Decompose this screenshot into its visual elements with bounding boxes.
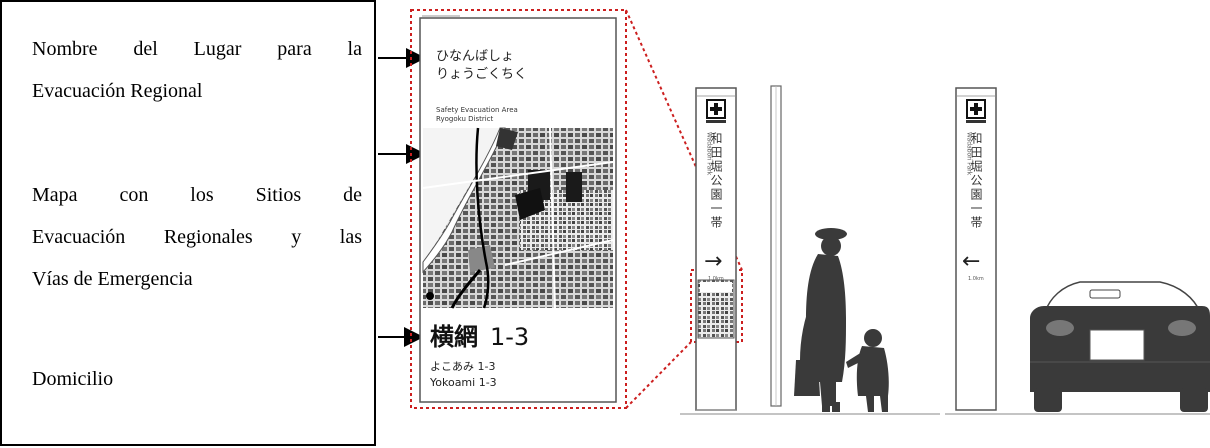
pole-1-arrow-right-icon: → [704, 249, 722, 274]
legend-address: Domicilio [32, 358, 362, 400]
adult-silhouette [794, 228, 847, 412]
pole-1-distance: 1.0km [708, 276, 724, 282]
legend-box: Nombre del Lugar para la Evacuación Regi… [0, 0, 376, 446]
legend-map: Mapa con los Sitios de Evacuación Region… [32, 174, 362, 300]
car-silhouette [1030, 281, 1210, 412]
evacuation-map [422, 127, 614, 309]
sign-place-en-line-2: Ryogoku District [436, 115, 494, 123]
legend-map-line-2: Evacuación Regionales y las [32, 226, 362, 248]
sign-pole-2: 和田堀公園一帯 Wadabori Park ← 1.0km [955, 87, 997, 411]
pole-1-vertical-jp: 和田堀公園一帯 [709, 132, 723, 230]
pole-2-distance: 1.0km [968, 276, 984, 282]
sign-address-number: 1-3 [490, 323, 529, 351]
legend-address-label: Domicilio [32, 368, 114, 390]
pole-2-arrow-left-icon: ← [962, 249, 980, 274]
sign-panel: ひなんばしょ りょうごくちく Safety Evacuation Area Ry… [419, 15, 617, 403]
legend-place-name: Nombre del Lugar para la Evacuación Regi… [32, 28, 362, 112]
sign-address-romaji: Yokoami 1-3 [429, 376, 497, 389]
pole-1-vertical-en: Wadabori Park [706, 132, 713, 176]
sign-address-kana: よこあみ 1-3 [430, 360, 495, 373]
legend-map-line-1: Mapa con los Sitios de [32, 184, 362, 206]
sign-place-jp-line-2: りょうごくちく [436, 66, 527, 82]
child-silhouette [846, 329, 889, 412]
thin-pole [770, 85, 782, 407]
legend-place-name-line-1: Nombre del Lugar para la [32, 38, 362, 60]
legend-arrows [378, 48, 426, 347]
pole-2-vertical-en: Wadabori Park [966, 132, 973, 176]
sign-place-en-line-1: Safety Evacuation Area [436, 106, 518, 114]
dotted-connector-bottom [625, 341, 692, 409]
dotted-frame-large [410, 9, 627, 409]
legend-map-line-3: Vías de Emergencia [32, 268, 193, 290]
pole-2-vertical-jp: 和田堀公園一帯 [969, 132, 983, 230]
sign-pole-1: 和田堀公園一帯 Wadabori Park → 1.0km [695, 87, 737, 411]
sign-place-jp-line-1: ひなんばしょ [436, 49, 514, 64]
sign-address-kanji: 横網 [430, 323, 478, 351]
legend-place-name-line-2: Evacuación Regional [32, 80, 203, 102]
